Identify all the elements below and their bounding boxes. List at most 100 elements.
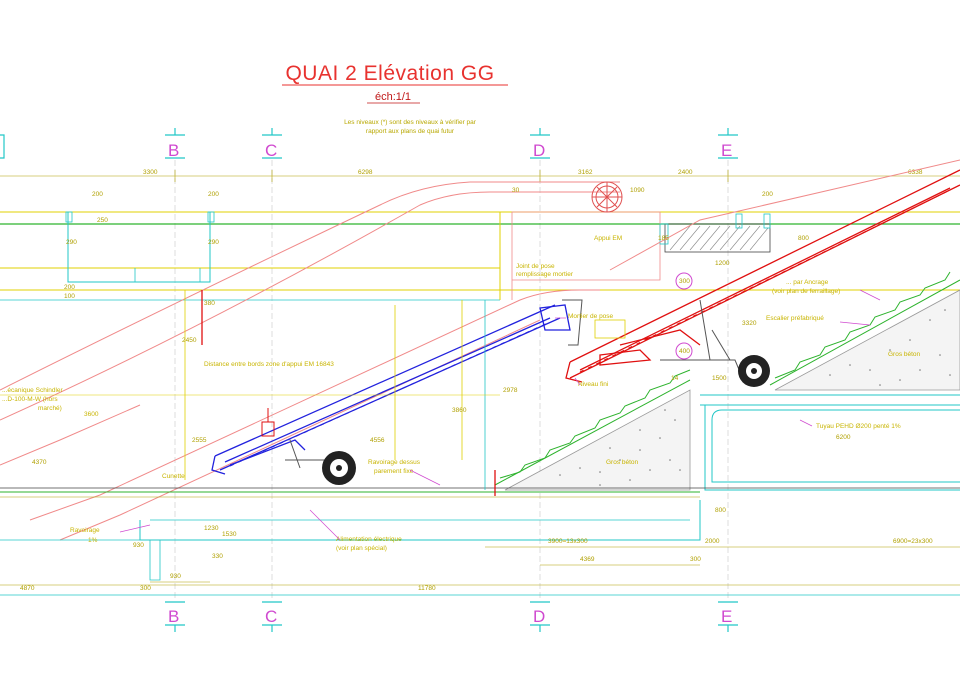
axis-label-top-e: E	[721, 141, 732, 160]
escalator-envelope	[0, 159, 960, 541]
axis-label-top-d: D	[533, 141, 545, 160]
dim-4870: 4870	[20, 585, 35, 592]
dim-3900: 3900=13x300	[548, 538, 588, 545]
vertical-markers	[0, 290, 500, 496]
red-wheel	[738, 355, 770, 387]
pulley-wheel	[591, 181, 623, 213]
dim-3300: 3300	[143, 169, 158, 176]
note-line-2: rapport aux plans de quai futur	[366, 128, 455, 135]
dim-11780: 11780	[418, 585, 436, 592]
dim-200-d: 200	[64, 284, 75, 291]
axis-label-bottom-b: B	[168, 607, 179, 626]
axis-centerlines	[174, 160, 729, 600]
label-alim-1: Alimentation électrique	[336, 536, 402, 543]
blue-escalator	[211, 304, 571, 475]
dim-2400: 2400	[678, 169, 693, 176]
dim-330: 330	[212, 553, 223, 560]
dim-2555: 2555	[192, 437, 207, 444]
dim-400-level: 400	[679, 348, 690, 355]
label-cunette: Cunette	[162, 473, 185, 480]
label-tuyau: Tuyau PEHD Ø200 penté 1%	[816, 423, 901, 430]
dim-4369: 4369	[580, 556, 595, 563]
red-escalator	[565, 169, 960, 383]
label-gros-beton-right: Gros béton	[888, 351, 921, 358]
label-raval-2: 1%	[88, 537, 98, 544]
label-meca-2: ...D-100-M-W (hors	[2, 396, 58, 403]
leader-lines	[119, 289, 881, 541]
dim-6338: 6338	[908, 169, 923, 176]
axis-label-bottom-c: C	[265, 607, 277, 626]
dim-800-a: 800	[798, 235, 809, 242]
label-raval-1: Ravoirage	[70, 527, 100, 534]
dim-250: 250	[97, 217, 108, 224]
dim-800-b: 800	[715, 507, 726, 514]
upper-slab	[0, 211, 960, 301]
label-niveau-fini: Niveau fini	[578, 381, 608, 388]
note-line-1: Les niveaux (*) sont des niveaux à vérif…	[344, 119, 477, 126]
label-meca-1: ...écanique Schindler	[2, 387, 64, 394]
dim-3162: 3162	[578, 169, 593, 176]
level-box	[594, 319, 626, 339]
red-escalator-dashes	[579, 189, 951, 373]
floor-lines	[0, 487, 960, 596]
label-gros-beton-middle: Gros béton	[606, 459, 639, 466]
jack-fixture	[261, 408, 275, 437]
dim-30: 30	[512, 187, 520, 194]
dim-1500: 1500	[712, 375, 727, 382]
dim-1230: 1230	[204, 525, 219, 532]
label-joint-2: remplissage mortier	[516, 271, 574, 278]
dim-100: 100	[64, 293, 75, 300]
dim-6900: 6900=23x300	[893, 538, 933, 545]
dim-6200: 6200	[836, 434, 851, 441]
label-meca-3: marché)	[38, 405, 62, 412]
dim-300-c: 300	[140, 585, 151, 592]
dim-1090: 1090	[630, 187, 645, 194]
dim-3860: 3860	[452, 407, 467, 414]
label-ancrage-2: (voir plan de ferraillage)	[772, 288, 840, 295]
dim-300-b: 300	[690, 556, 701, 563]
dim-300-level: 300	[679, 278, 690, 285]
dim-930-v: 930	[133, 542, 144, 549]
level-markers	[675, 272, 693, 360]
gros-beton-right	[774, 289, 960, 391]
axis-label-bottom-e: E	[721, 607, 732, 626]
dim-2978: 2978	[503, 387, 518, 394]
gros-beton-middle	[504, 389, 691, 491]
green-stairs	[494, 271, 960, 486]
dim-2450: 2450	[182, 337, 197, 344]
label-ancrage-1: ... par Ancrage	[786, 279, 829, 286]
dim-6298: 6298	[358, 169, 373, 176]
axis-label-bottom-d: D	[533, 607, 545, 626]
dim-185: 185	[658, 235, 669, 242]
label-mortier: Mortier de pose	[568, 313, 614, 320]
dim-930: 930	[170, 573, 181, 580]
label-alim-2: (voir plan spécial)	[336, 545, 387, 552]
label-escalier: Escalier préfabriqué	[766, 315, 824, 322]
dim-3320: 3320	[742, 320, 757, 327]
drawing-scale: éch:1/1	[375, 91, 411, 103]
dim-14: 14	[671, 375, 679, 382]
dim-200-b: 200	[208, 191, 219, 198]
axis-markers-bottom: B C D E	[165, 601, 738, 632]
dim-4556: 4556	[370, 437, 385, 444]
annotation-labels: Appui EM Joint de pose remplissage morti…	[2, 235, 921, 552]
label-ravoirage-2: parement fixe	[374, 468, 414, 475]
axis-label-top-b: B	[168, 141, 179, 160]
label-distance: Distance entre bords zone d'appui EM 168…	[204, 361, 334, 368]
axis-label-top-c: C	[265, 141, 277, 160]
label-ravoirage-1: Ravoirage dessus	[368, 459, 421, 466]
dim-290-b: 290	[208, 239, 219, 246]
label-appui: Appui EM	[594, 235, 622, 242]
drawing-title: QUAI 2 Elévation GG	[285, 62, 494, 85]
dim-1200: 1200	[715, 260, 730, 267]
dimension-texts: 200 200 200 250 290 290 200 100 30 380 1…	[20, 187, 933, 592]
dim-2000: 2000	[705, 538, 720, 545]
top-dimension-chain: 3300 6298 3162 2400 6338	[0, 169, 960, 182]
axis-markers-top: B C D E	[0, 128, 738, 160]
dim-1530: 1530	[222, 531, 237, 538]
dim-200-a: 200	[92, 191, 103, 198]
label-3600: 3600	[84, 411, 99, 418]
dim-380: 380	[204, 300, 215, 307]
dim-200-c: 200	[762, 191, 773, 198]
